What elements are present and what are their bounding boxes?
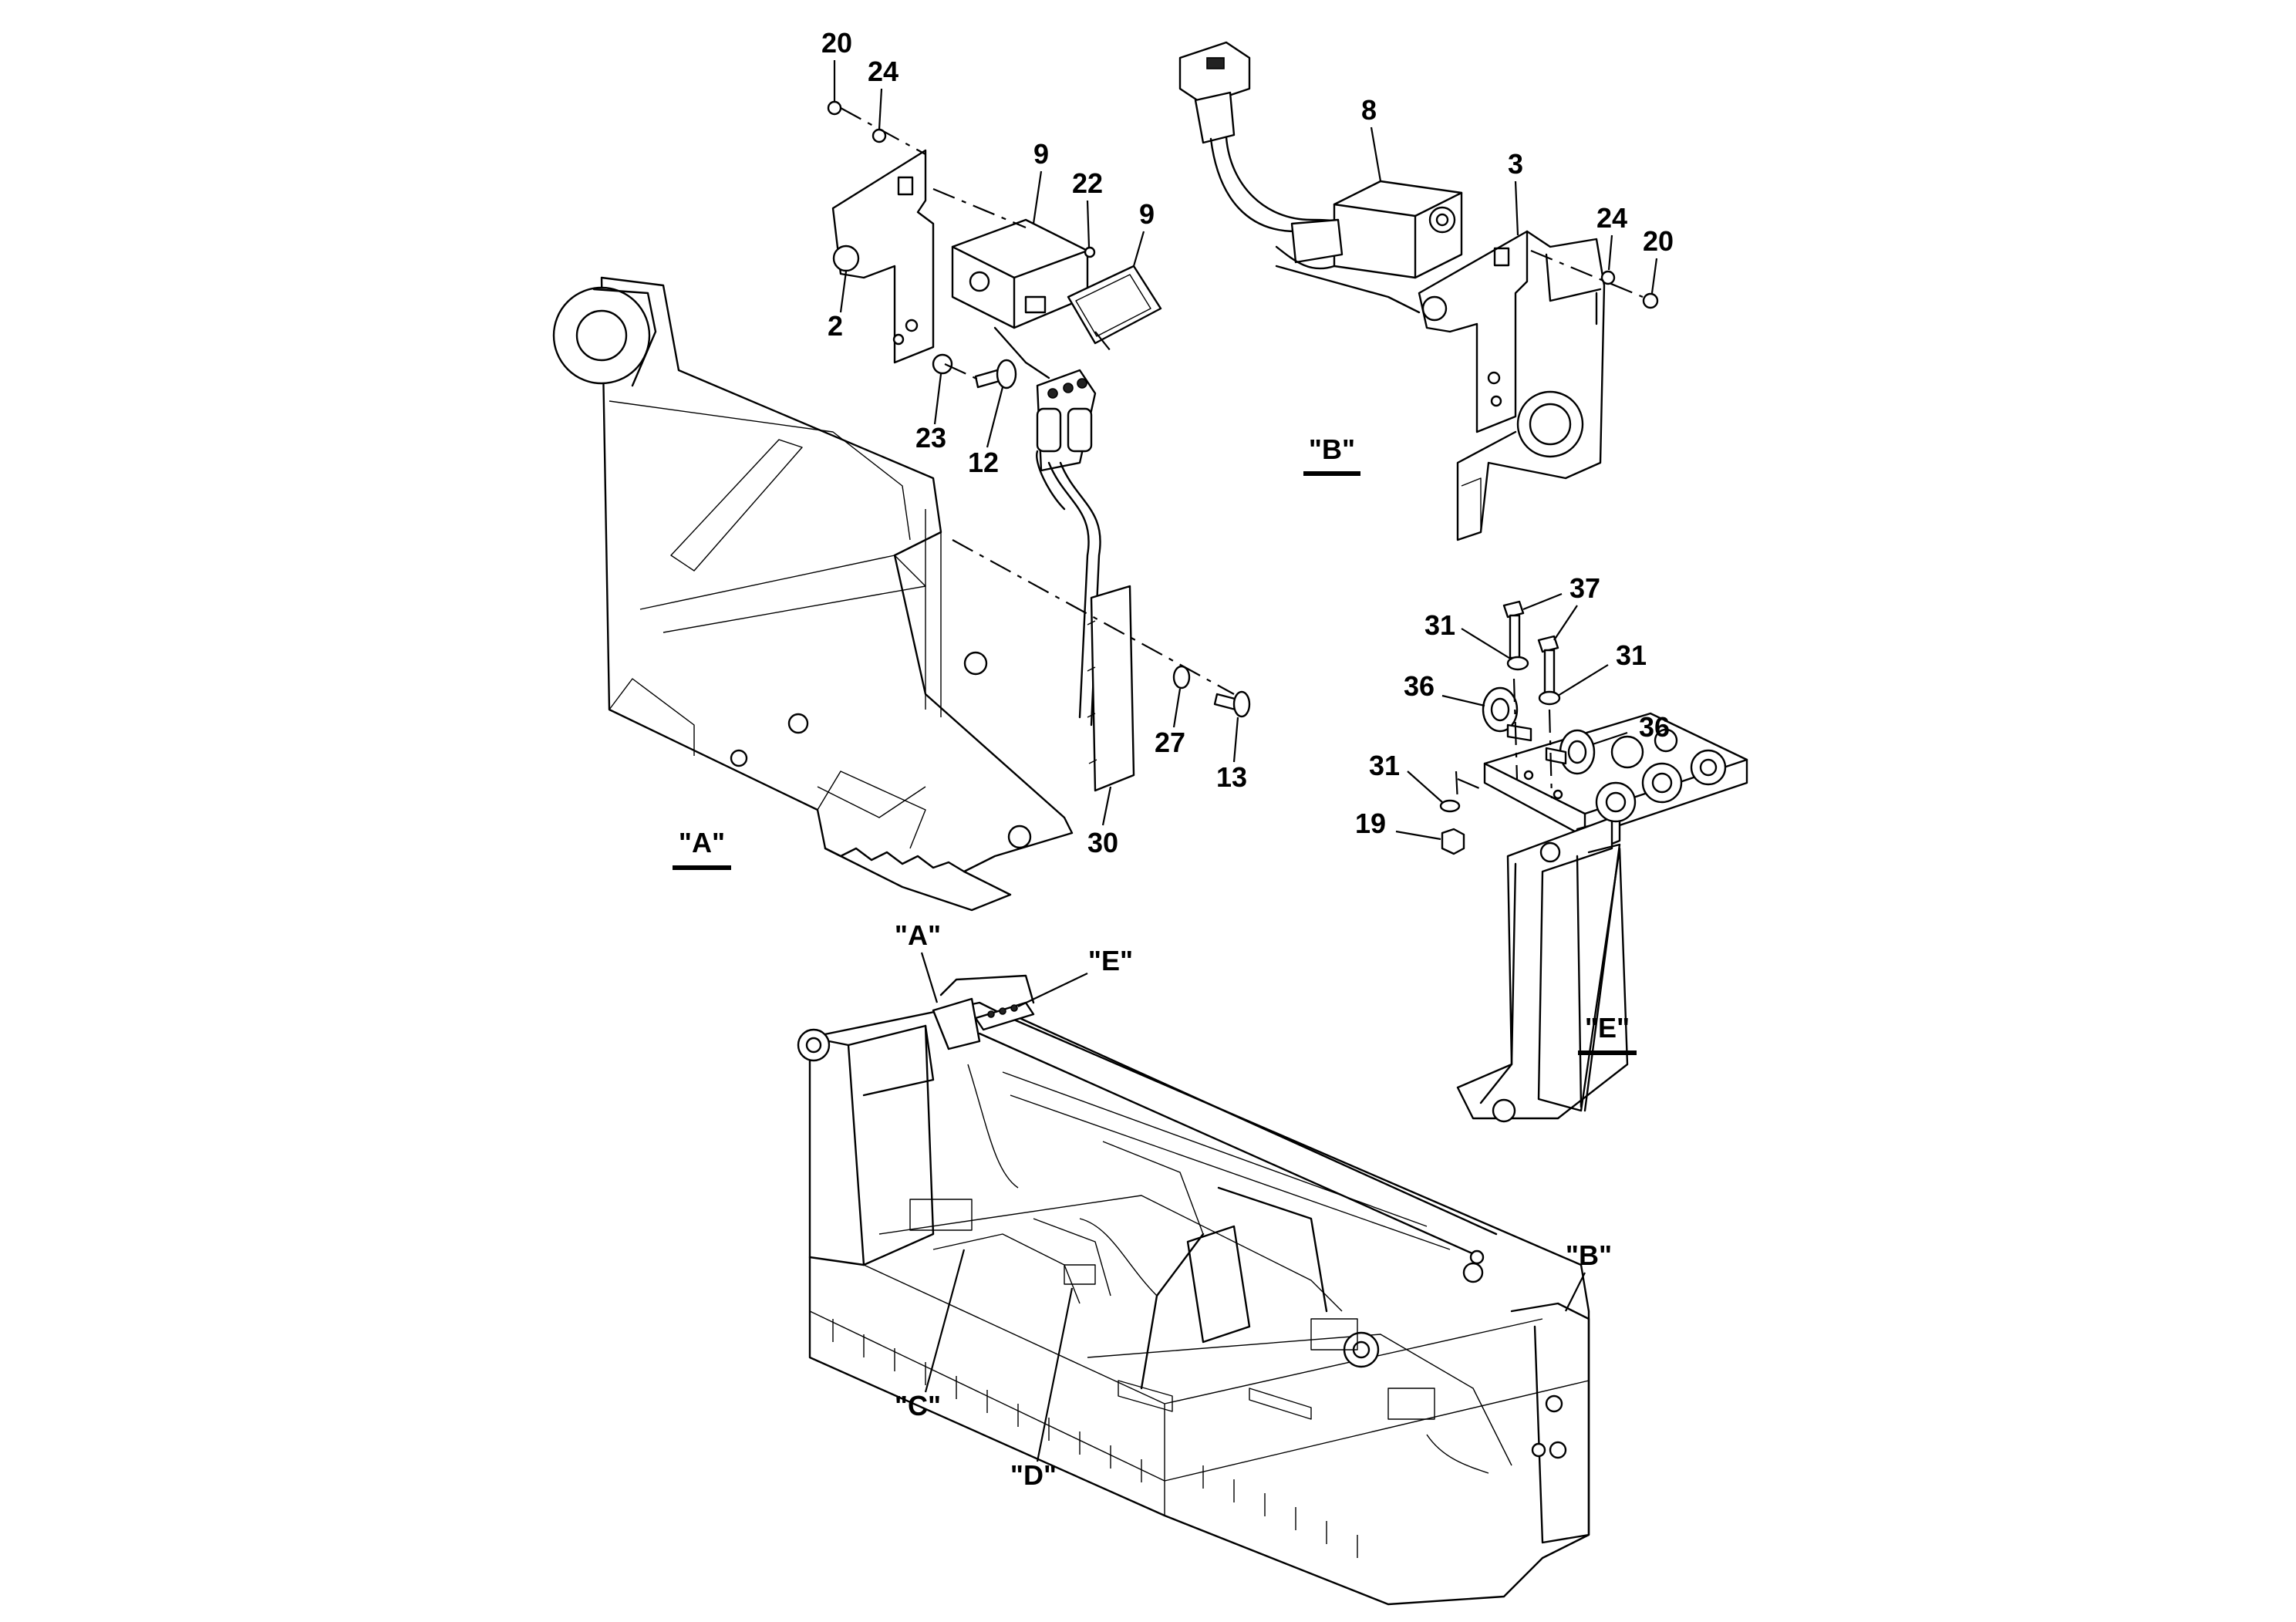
housing-part-8 xyxy=(1290,180,1463,279)
detail-b-view: 8 3 24 20 "B" xyxy=(1178,41,1674,541)
callout-31-right: 31 xyxy=(1616,639,1647,671)
callout-19: 19 xyxy=(1355,808,1386,839)
detail-e-view: 37 31 31 36 36 31 19 "E" xyxy=(1355,572,1748,1123)
nut-part-19 xyxy=(1441,828,1465,855)
plate-part-3 xyxy=(1418,230,1529,433)
overview-label-a: "A" xyxy=(895,919,941,951)
nut-part-20-b xyxy=(1642,292,1659,309)
washer-part-31-c xyxy=(1439,799,1461,813)
callout-23: 23 xyxy=(915,422,946,454)
bolt-part-12 xyxy=(974,359,1017,389)
washer-part-23 xyxy=(932,353,953,375)
callout-27: 27 xyxy=(1155,727,1185,758)
bolt-part-37-b xyxy=(1537,635,1559,694)
bolt-part-13 xyxy=(1213,690,1251,718)
washer-part-27 xyxy=(1172,665,1191,690)
callout-30: 30 xyxy=(1087,827,1118,858)
callout-3: 3 xyxy=(1508,148,1523,180)
callout-2: 2 xyxy=(828,310,843,342)
clamp-part-36-a xyxy=(1482,686,1532,742)
overview-label-d: "D" xyxy=(1010,1459,1057,1491)
callout-31-lower: 31 xyxy=(1369,750,1400,781)
overview-assembly: "A" "E" "B" "C" "D" xyxy=(797,919,1612,1606)
callout-31-top: 31 xyxy=(1424,609,1455,641)
callout-20-b: 20 xyxy=(1643,225,1674,257)
cable-connector xyxy=(1178,41,1382,233)
screw-part-22 xyxy=(1084,246,1096,258)
callout-13: 13 xyxy=(1216,761,1247,793)
cover-plate-part-30 xyxy=(1087,585,1135,792)
callout-20-a: 20 xyxy=(821,27,852,59)
callout-9-box: 9 xyxy=(1033,138,1049,170)
washer-part-31-b xyxy=(1538,690,1561,706)
bracket-part-2 xyxy=(831,149,935,364)
overview-label-e: "E" xyxy=(1088,945,1133,976)
view-label-a: "A" xyxy=(679,827,725,858)
connector-cluster xyxy=(993,326,1101,727)
washer-part-24-b xyxy=(1600,270,1616,285)
junction-box-part-9 xyxy=(951,218,1089,329)
callout-9-cover: 9 xyxy=(1139,198,1155,230)
washer-part-31-a xyxy=(1506,656,1529,671)
overview-label-b: "B" xyxy=(1566,1239,1612,1271)
view-label-b: "B" xyxy=(1309,433,1355,465)
callout-12: 12 xyxy=(968,447,999,478)
cover-part-9 xyxy=(1067,265,1162,345)
callout-36-right: 36 xyxy=(1639,711,1670,743)
fitting-group xyxy=(1595,728,1727,823)
frame-body-a xyxy=(552,276,1074,912)
detail-a-view: 20 24 9 22 9 2 23 12 27 13 30 "A" xyxy=(552,27,1251,912)
callout-24-b: 24 xyxy=(1596,202,1627,234)
bracket-e xyxy=(1456,712,1748,1123)
view-label-e: "E" xyxy=(1585,1012,1630,1044)
chassis-b xyxy=(1275,230,1606,541)
callout-22: 22 xyxy=(1072,167,1103,199)
bolt-part-37-a xyxy=(1502,600,1525,659)
overview-label-c: "C" xyxy=(895,1390,941,1421)
callout-24-a: 24 xyxy=(868,56,899,87)
callout-37: 37 xyxy=(1569,572,1600,604)
nut-part-20-a xyxy=(827,100,842,116)
callout-36-left: 36 xyxy=(1404,670,1435,702)
callout-8: 8 xyxy=(1361,94,1377,126)
